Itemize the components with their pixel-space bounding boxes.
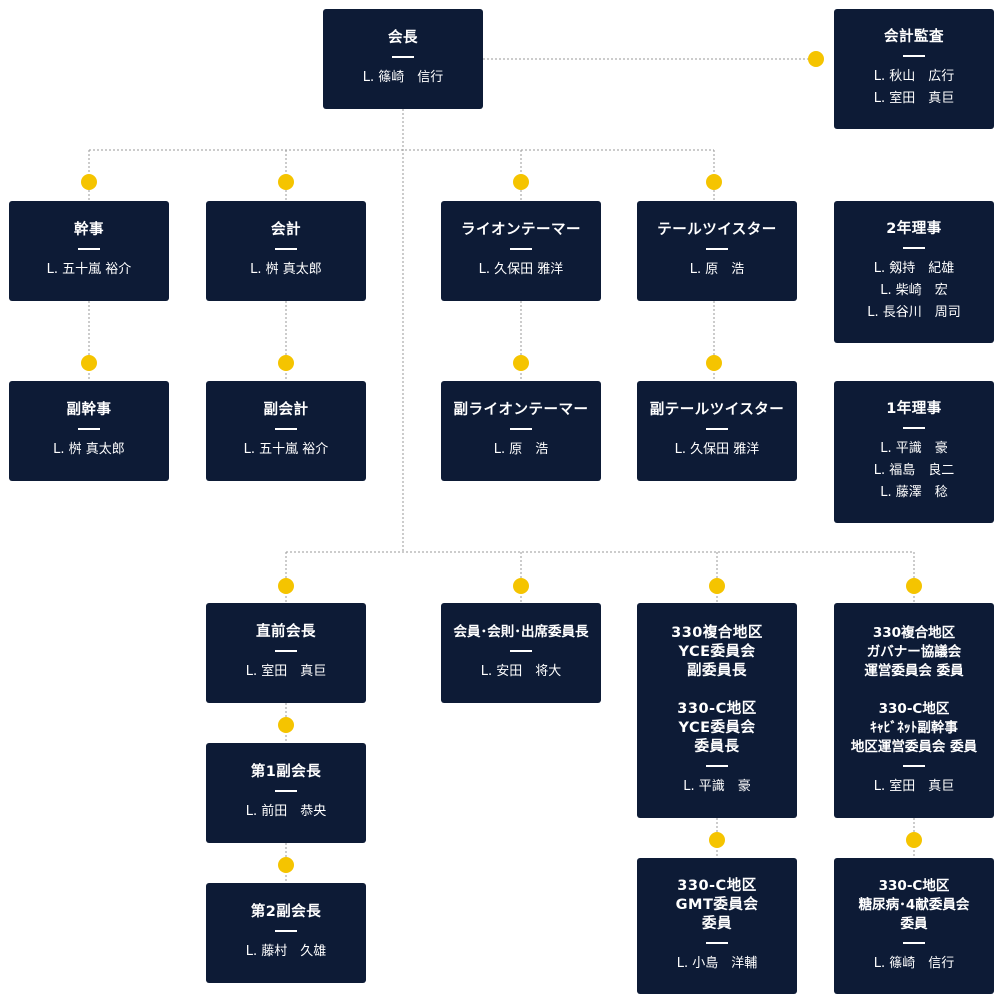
director-2nd-year-box: 2年理事 L. 剱持 紀雄 L. 柴崎 宏 L. 長谷川 周司	[834, 201, 994, 343]
connector-dot	[706, 355, 722, 371]
connector-dot	[906, 578, 922, 594]
divider	[275, 930, 297, 932]
divider	[510, 650, 532, 652]
vice-lion-tamer-box: 副ライオンテーマー L. 原 浩	[441, 381, 601, 481]
role-title: 会計	[271, 222, 301, 238]
divider	[706, 428, 728, 430]
role-title: ライオンテーマー	[461, 222, 581, 238]
member-name: L. 原 浩	[493, 442, 549, 457]
member-names: L. 剱持 紀雄 L. 柴崎 宏 L. 長谷川 周司	[867, 261, 961, 320]
role-title: 副テールツイスター	[649, 402, 785, 418]
member-name: L. 小島 洋輔	[676, 956, 758, 971]
member-name: L. 前田 恭央	[245, 804, 327, 819]
divider	[706, 764, 728, 767]
diabetes-member-box: 330-C地区 糖尿病･4献委員会 委員 L. 篠崎 信行	[834, 858, 994, 994]
role-title: 2年理事	[886, 221, 942, 237]
divider	[903, 427, 925, 429]
role-title: 副ライオンテーマー	[453, 402, 589, 418]
connector-dot	[906, 832, 922, 848]
role-title: 330複合地区 YCE委員会 副委員長 330-C地区 YCE委員会 委員長	[671, 624, 763, 755]
divider	[275, 650, 297, 652]
member-name: L. 室田 真巨	[245, 664, 327, 679]
connector-dot	[278, 355, 294, 371]
role-title: 副幹事	[66, 402, 112, 418]
connector-dot	[278, 717, 294, 733]
divider	[903, 247, 925, 249]
role-title: 会計監査	[884, 29, 944, 45]
divider	[275, 790, 297, 792]
role-title: テールツイスター	[657, 222, 777, 238]
member-name: L. 原 浩	[689, 262, 745, 277]
member-name: L. 桝 真太郎	[53, 442, 125, 457]
connector-dot	[278, 857, 294, 873]
divider	[78, 428, 100, 430]
connector-dot	[513, 578, 529, 594]
secretary-box: 幹事 L. 五十嵐 裕介	[9, 201, 169, 301]
connector-dot	[808, 51, 824, 67]
divider	[78, 248, 100, 250]
vice-tail-twister-box: 副テールツイスター L. 久保田 雅洋	[637, 381, 797, 481]
second-vice-president-box: 第2副会長 L. 藤村 久雄	[206, 883, 366, 983]
connector-dot	[513, 355, 529, 371]
divider	[510, 428, 532, 430]
connector-dot	[709, 578, 725, 594]
member-name: L. 桝 真太郎	[250, 262, 322, 277]
role-title: 330複合地区 ガバナー協議会 運営委員会 委員 330-C地区 ｷｬﾋﾞﾈｯﾄ…	[850, 624, 978, 755]
member-name: L. 篠崎 信行	[362, 70, 444, 85]
role-title: 会員･会則･出席委員長	[453, 624, 589, 640]
past-president-box: 直前会長 L. 室田 真巨	[206, 603, 366, 703]
member-name: L. 藤村 久雄	[245, 944, 327, 959]
member-name: L. 篠崎 信行	[873, 956, 955, 971]
role-title: 幹事	[74, 222, 104, 238]
connector-dot	[278, 174, 294, 190]
member-names: L. 秋山 広行 L. 室田 真巨	[873, 69, 955, 106]
member-name: L. 五十嵐 裕介	[243, 442, 329, 457]
role-title: 330-C地区 GMT委員会 委員	[675, 878, 759, 932]
connector-dot	[513, 174, 529, 190]
divider	[275, 428, 297, 430]
role-title: 直前会長	[256, 624, 316, 640]
divider	[706, 248, 728, 250]
divider	[706, 942, 728, 944]
member-name: L. 五十嵐 裕介	[46, 262, 132, 277]
divider	[275, 248, 297, 250]
role-title: 第1副会長	[250, 764, 322, 780]
divider	[392, 56, 414, 58]
member-names: L. 平識 豪 L. 福島 良二 L. 藤澤 稔	[873, 441, 955, 500]
connector-dot	[278, 578, 294, 594]
divider	[510, 248, 532, 250]
connector-dot	[706, 174, 722, 190]
role-title: 1年理事	[886, 401, 942, 417]
member-name: L. 平識 豪	[683, 778, 751, 794]
role-title: 330-C地区 糖尿病･4献委員会 委員	[858, 878, 970, 932]
connector-dot	[709, 832, 725, 848]
lion-tamer-box: ライオンテーマー L. 久保田 雅洋	[441, 201, 601, 301]
member-name: L. 久保田 雅洋	[674, 442, 760, 457]
connector-dot	[81, 355, 97, 371]
governor-council-box: 330複合地区 ガバナー協議会 運営委員会 委員 330-C地区 ｷｬﾋﾞﾈｯﾄ…	[834, 603, 994, 818]
vice-secretary-box: 副幹事 L. 桝 真太郎	[9, 381, 169, 481]
role-title: 会長	[388, 30, 418, 46]
gmt-member-box: 330-C地区 GMT委員会 委員 L. 小島 洋輔	[637, 858, 797, 994]
first-vice-president-box: 第1副会長 L. 前田 恭央	[206, 743, 366, 843]
member-name: L. 室田 真巨	[873, 778, 955, 794]
tail-twister-box: テールツイスター L. 原 浩	[637, 201, 797, 301]
member-name: L. 安田 将大	[480, 664, 562, 679]
auditor-box: 会計監査 L. 秋山 広行 L. 室田 真巨	[834, 9, 994, 129]
divider	[903, 55, 925, 57]
divider	[903, 764, 925, 767]
connector-dot	[81, 174, 97, 190]
president-box: 会長 L. 篠崎 信行	[323, 9, 483, 109]
role-title: 第2副会長	[250, 904, 322, 920]
vice-treasurer-box: 副会計 L. 五十嵐 裕介	[206, 381, 366, 481]
role-title: 副会計	[263, 402, 309, 418]
treasurer-box: 会計 L. 桝 真太郎	[206, 201, 366, 301]
yce-chair-box: 330複合地区 YCE委員会 副委員長 330-C地区 YCE委員会 委員長 L…	[637, 603, 797, 818]
director-1st-year-box: 1年理事 L. 平識 豪 L. 福島 良二 L. 藤澤 稔	[834, 381, 994, 523]
membership-chair-box: 会員･会則･出席委員長 L. 安田 将大	[441, 603, 601, 703]
member-name: L. 久保田 雅洋	[478, 262, 564, 277]
divider	[903, 942, 925, 944]
